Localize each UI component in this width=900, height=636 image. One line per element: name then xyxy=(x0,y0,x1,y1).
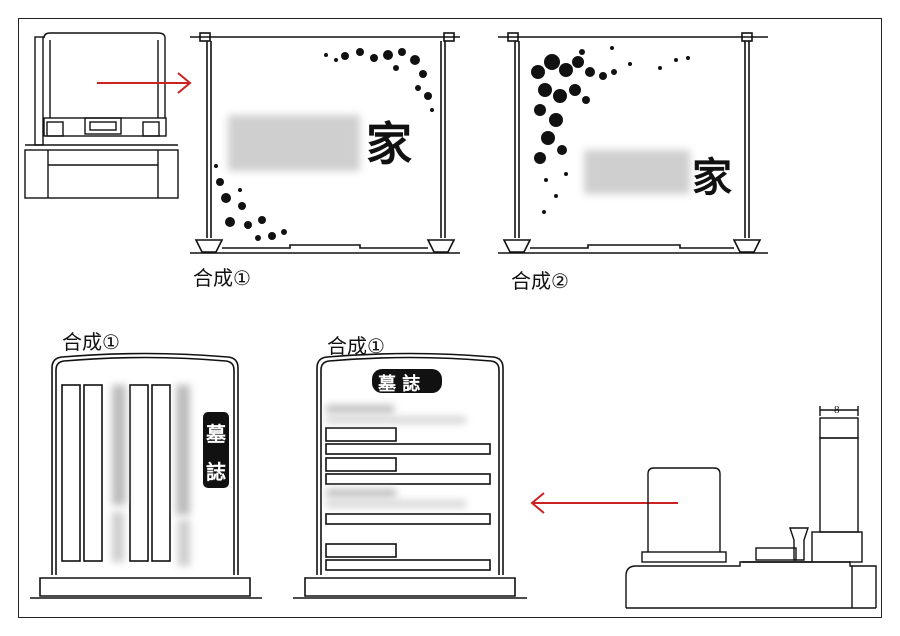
arrow-right xyxy=(97,72,192,94)
panel-frame-1 xyxy=(190,32,460,254)
blurred-line-4 xyxy=(326,501,466,507)
grave-side-elevation xyxy=(625,406,877,609)
outer-frame xyxy=(18,18,882,618)
sakura-pattern-1-top xyxy=(324,48,434,112)
epitaph-label-horizontal-bg xyxy=(372,369,442,393)
blurred-line-3 xyxy=(326,489,396,497)
arrow-left xyxy=(530,492,678,514)
sakura-pattern-1-bottom xyxy=(214,164,287,241)
blurred-line-1 xyxy=(326,405,394,413)
epitaph-stone-horizontal xyxy=(293,352,527,599)
blurred-line-2 xyxy=(326,417,466,423)
panel-frame-2 xyxy=(498,32,768,254)
blurred-inscription-1 xyxy=(112,385,126,505)
epitaph-char-2: 誌 xyxy=(206,460,226,484)
small-gravestone-elevation xyxy=(24,32,179,199)
epitaph-char-1: 墓 xyxy=(206,422,226,446)
blurred-name-area-1 xyxy=(228,115,360,171)
epitaph-stone-vertical xyxy=(30,352,262,599)
epitaph-title: 墓 誌 xyxy=(378,374,421,395)
dimension-width-label: 8 xyxy=(834,404,840,416)
caption-composite-1-bottom-mid: 合成① xyxy=(327,334,385,358)
sakura-pattern-2 xyxy=(531,46,690,214)
epitaph-label-vertical-bg xyxy=(203,412,229,488)
blurred-inscription-3 xyxy=(112,512,124,562)
family-char-1: 家 xyxy=(366,117,412,171)
blurred-inscription-4 xyxy=(178,520,190,566)
blurred-inscription-2 xyxy=(176,385,190,515)
caption-composite-2-top: 合成② xyxy=(511,269,569,293)
blurred-name-area-2 xyxy=(584,150,690,194)
family-char-2: 家 xyxy=(692,154,732,201)
caption-composite-1-top: 合成① xyxy=(193,266,251,290)
caption-composite-1-bottom-left: 合成① xyxy=(62,330,120,354)
